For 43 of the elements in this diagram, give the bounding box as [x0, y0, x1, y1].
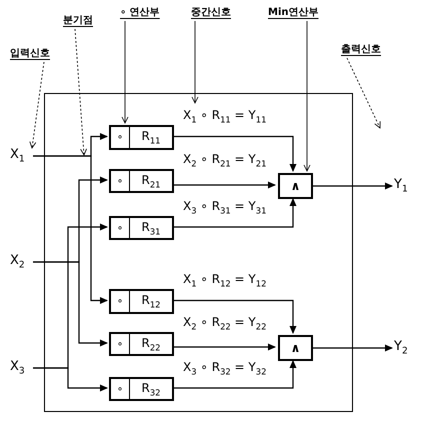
relation-label: R$_{22}$: [141, 336, 160, 352]
output-label: Y$_{1}$: [394, 178, 416, 194]
leader-line: [29, 62, 44, 148]
arrow: [312, 344, 393, 352]
relation-label: R$_{21}$: [141, 172, 160, 190]
callout-label: 입력신호: [10, 47, 58, 61]
input-label: X$_{3}$: [10, 360, 32, 376]
relation-label: R$_{32}$: [141, 380, 160, 398]
callout-label: ∘ 연산부: [120, 6, 175, 20]
arrow: [33, 261, 108, 346]
leader-line: [74, 28, 87, 156]
min-operator-box: ∧: [278, 335, 313, 361]
arrow: [33, 367, 108, 392]
relation-label: R$_{31}$: [141, 220, 160, 236]
arrow: [312, 182, 393, 190]
relation-label: R$_{12}$: [141, 293, 160, 310]
callout-label: 분기점: [63, 14, 103, 28]
arrow: [173, 360, 296, 389]
arrow: [173, 300, 296, 334]
equation-label: X$_{2}$ ∘ R$_{22}$ = Y$_{22}$: [183, 315, 266, 334]
arrow: [173, 198, 296, 228]
equation-label: X$_{2}$ ∘ R$_{21}$ = Y$_{21}$: [183, 152, 266, 170]
input-label: X$_{1}$: [10, 148, 32, 164]
callout-label: 출력신호: [341, 43, 393, 57]
equation-label: X$_{3}$ ∘ R$_{32}$ = Y$_{32}$: [183, 360, 266, 378]
arrow: [173, 136, 296, 172]
input-label: X$_{2}$: [10, 254, 32, 270]
arrow: [173, 344, 276, 350]
equation-label: X$_{1}$ ∘ R$_{11}$ = Y$_{11}$: [183, 108, 266, 126]
arrow: [33, 155, 108, 304]
min-operator-box: ∧: [278, 173, 313, 199]
leader-line: [304, 20, 310, 172]
callout-label: 중간신호: [191, 6, 243, 20]
output-label: Y$_{2}$: [394, 340, 416, 356]
frame-box: [44, 93, 353, 412]
callout-label: Min연산부: [268, 6, 328, 20]
leader-line: [346, 58, 381, 128]
leader-line: [192, 20, 198, 104]
leader-line: [122, 20, 128, 124]
equation-label: X$_{3}$ ∘ R$_{31}$ = Y$_{31}$: [183, 199, 266, 218]
relation-label: R$_{11}$: [141, 129, 160, 146]
equation-label: X$_{1}$ ∘ R$_{12}$ = Y$_{12}$: [183, 272, 266, 290]
arrow: [173, 182, 276, 188]
